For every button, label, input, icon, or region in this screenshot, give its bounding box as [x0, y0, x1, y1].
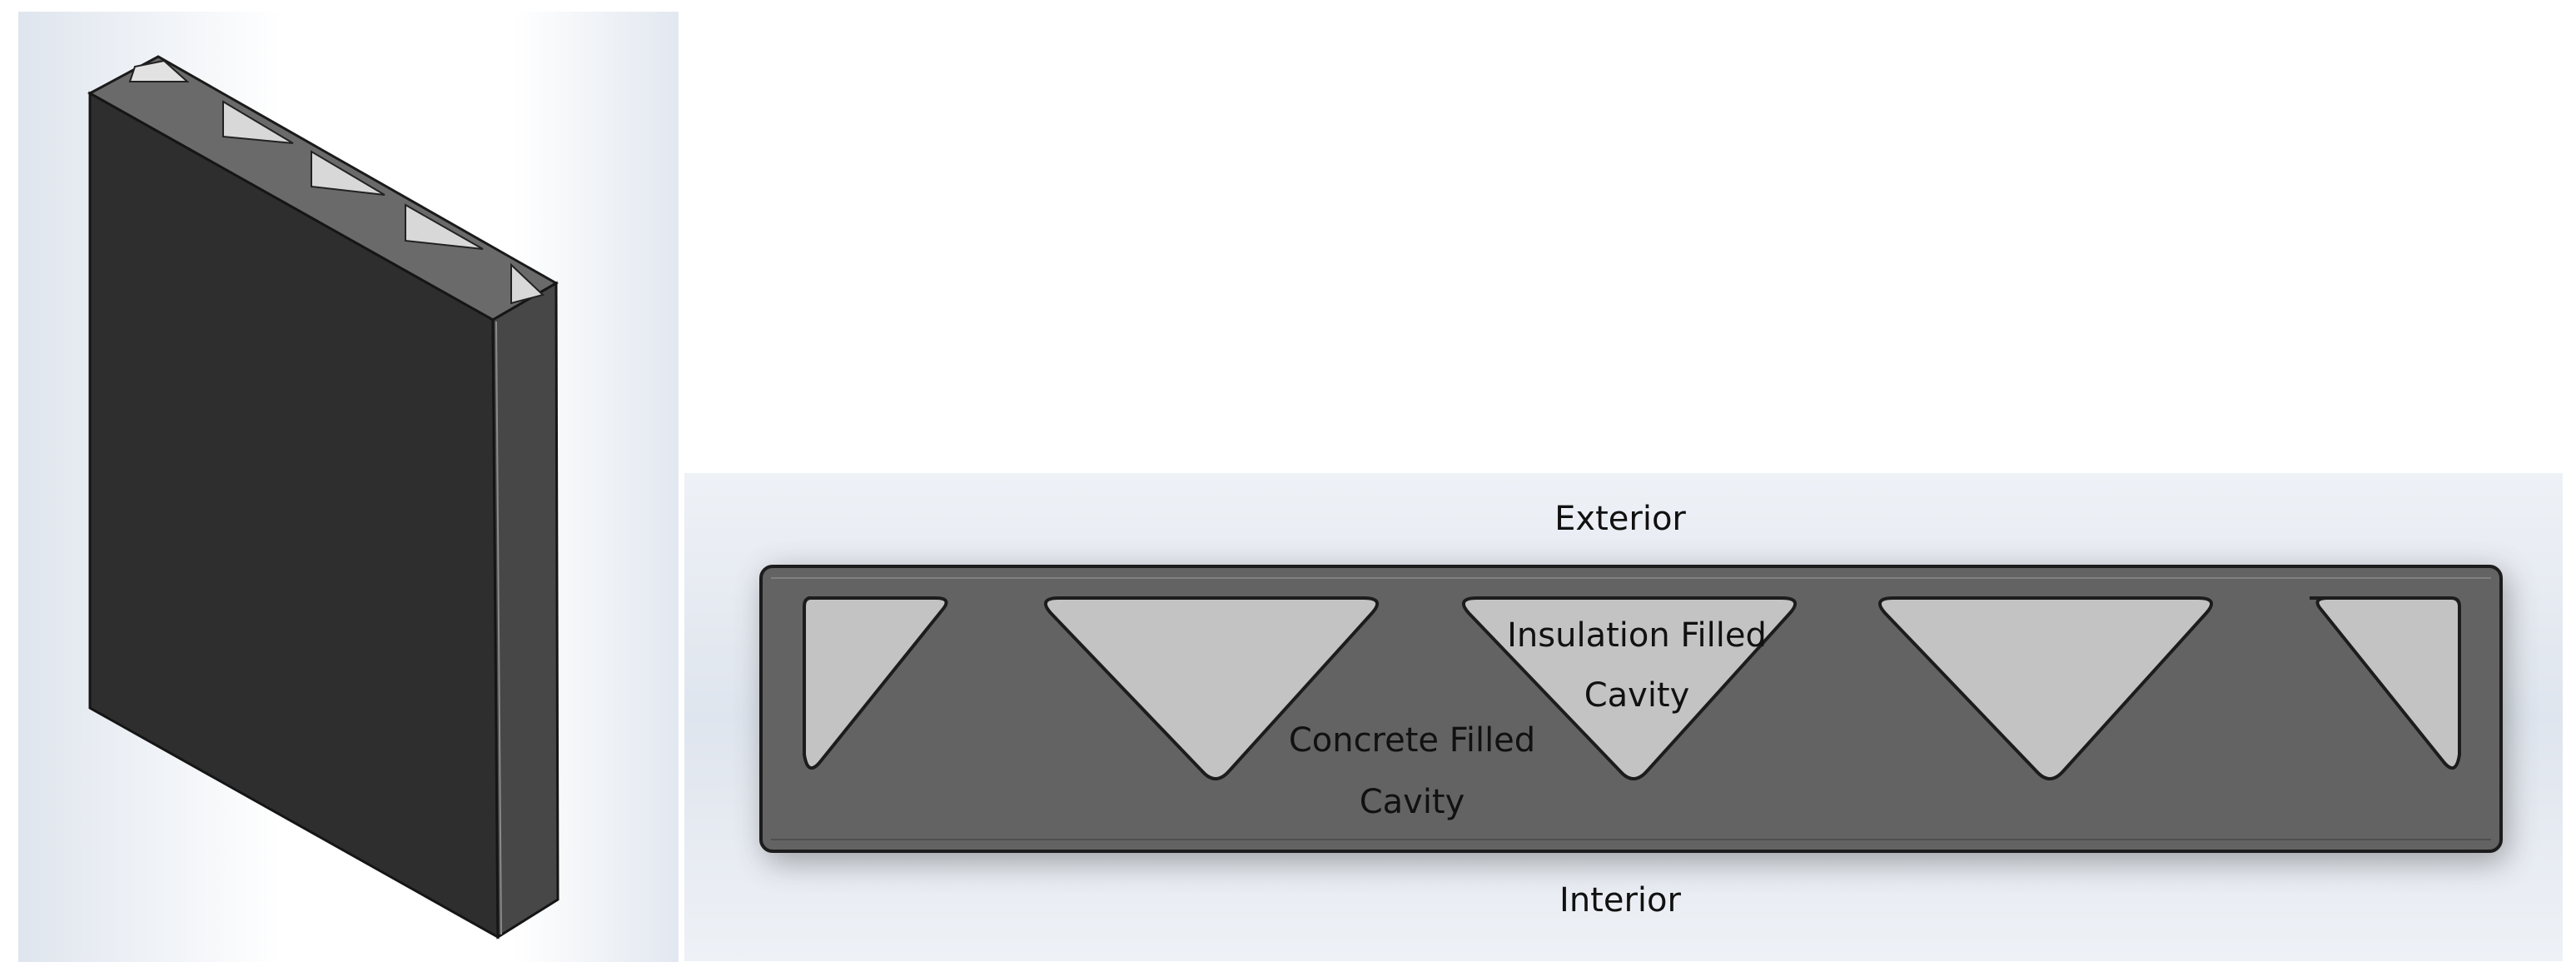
insulation-cavity-partial-left: [803, 596, 948, 770]
insulation-label-line2: Cavity: [1584, 676, 1690, 715]
insulation-cavity-labeled: [1461, 596, 1798, 780]
iso-cavity-opening: [128, 59, 190, 82]
iso-cavity-opening: [311, 150, 385, 196]
wall-edge-highlight: [495, 321, 502, 935]
section-cavity-group: [803, 596, 2461, 780]
iso-cavity-opening: [510, 262, 545, 305]
cross-section-svg: Exterior Insulation Filled Cavity Concre…: [684, 473, 2563, 961]
insulation-cavity-partial-right: [2310, 596, 2461, 770]
wall-side-face: [491, 281, 559, 940]
isometric-view-svg: [18, 12, 679, 962]
insulation-cavity: [1043, 596, 1380, 780]
concrete-label-line1: Concrete Filled: [1289, 721, 1535, 760]
iso-cavity-opening: [405, 203, 484, 250]
cross-section-panel: Exterior Insulation Filled Cavity Concre…: [684, 473, 2563, 961]
exterior-label: Exterior: [1554, 500, 1686, 538]
interior-label: Interior: [1559, 881, 1681, 920]
iso-cavity-group: [128, 59, 545, 305]
insulation-label-line1: Insulation Filled: [1507, 616, 1767, 655]
isometric-view-panel: [18, 12, 679, 962]
iso-cavity-opening: [222, 100, 294, 144]
concrete-label-line2: Cavity: [1360, 783, 1465, 821]
insulation-cavity: [1877, 596, 2214, 780]
